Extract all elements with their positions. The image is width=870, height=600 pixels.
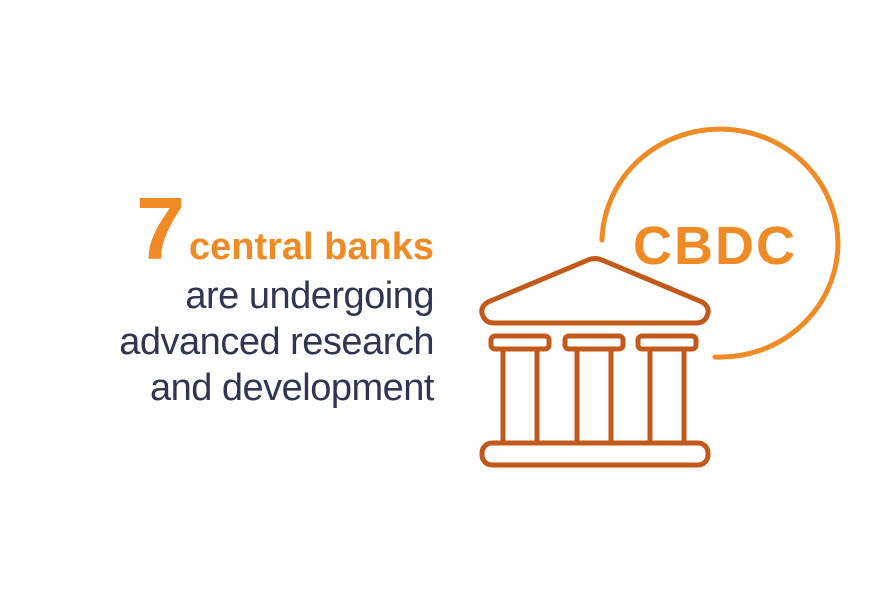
stat-lead-text: central banks [189,226,434,268]
cbdc-graphic: CBDC [470,120,841,490]
cbdc-label: CBDC [633,216,797,276]
stat-line-1: are undergoing [185,275,434,317]
stat-number: 7 [136,179,185,278]
cbdc-illustration: CBDC [479,126,841,468]
stat-line-2: advanced research [119,321,434,363]
stat-line-3: and development [149,367,435,409]
bank-building-icon [479,256,711,468]
circle-outline-icon [599,126,841,360]
